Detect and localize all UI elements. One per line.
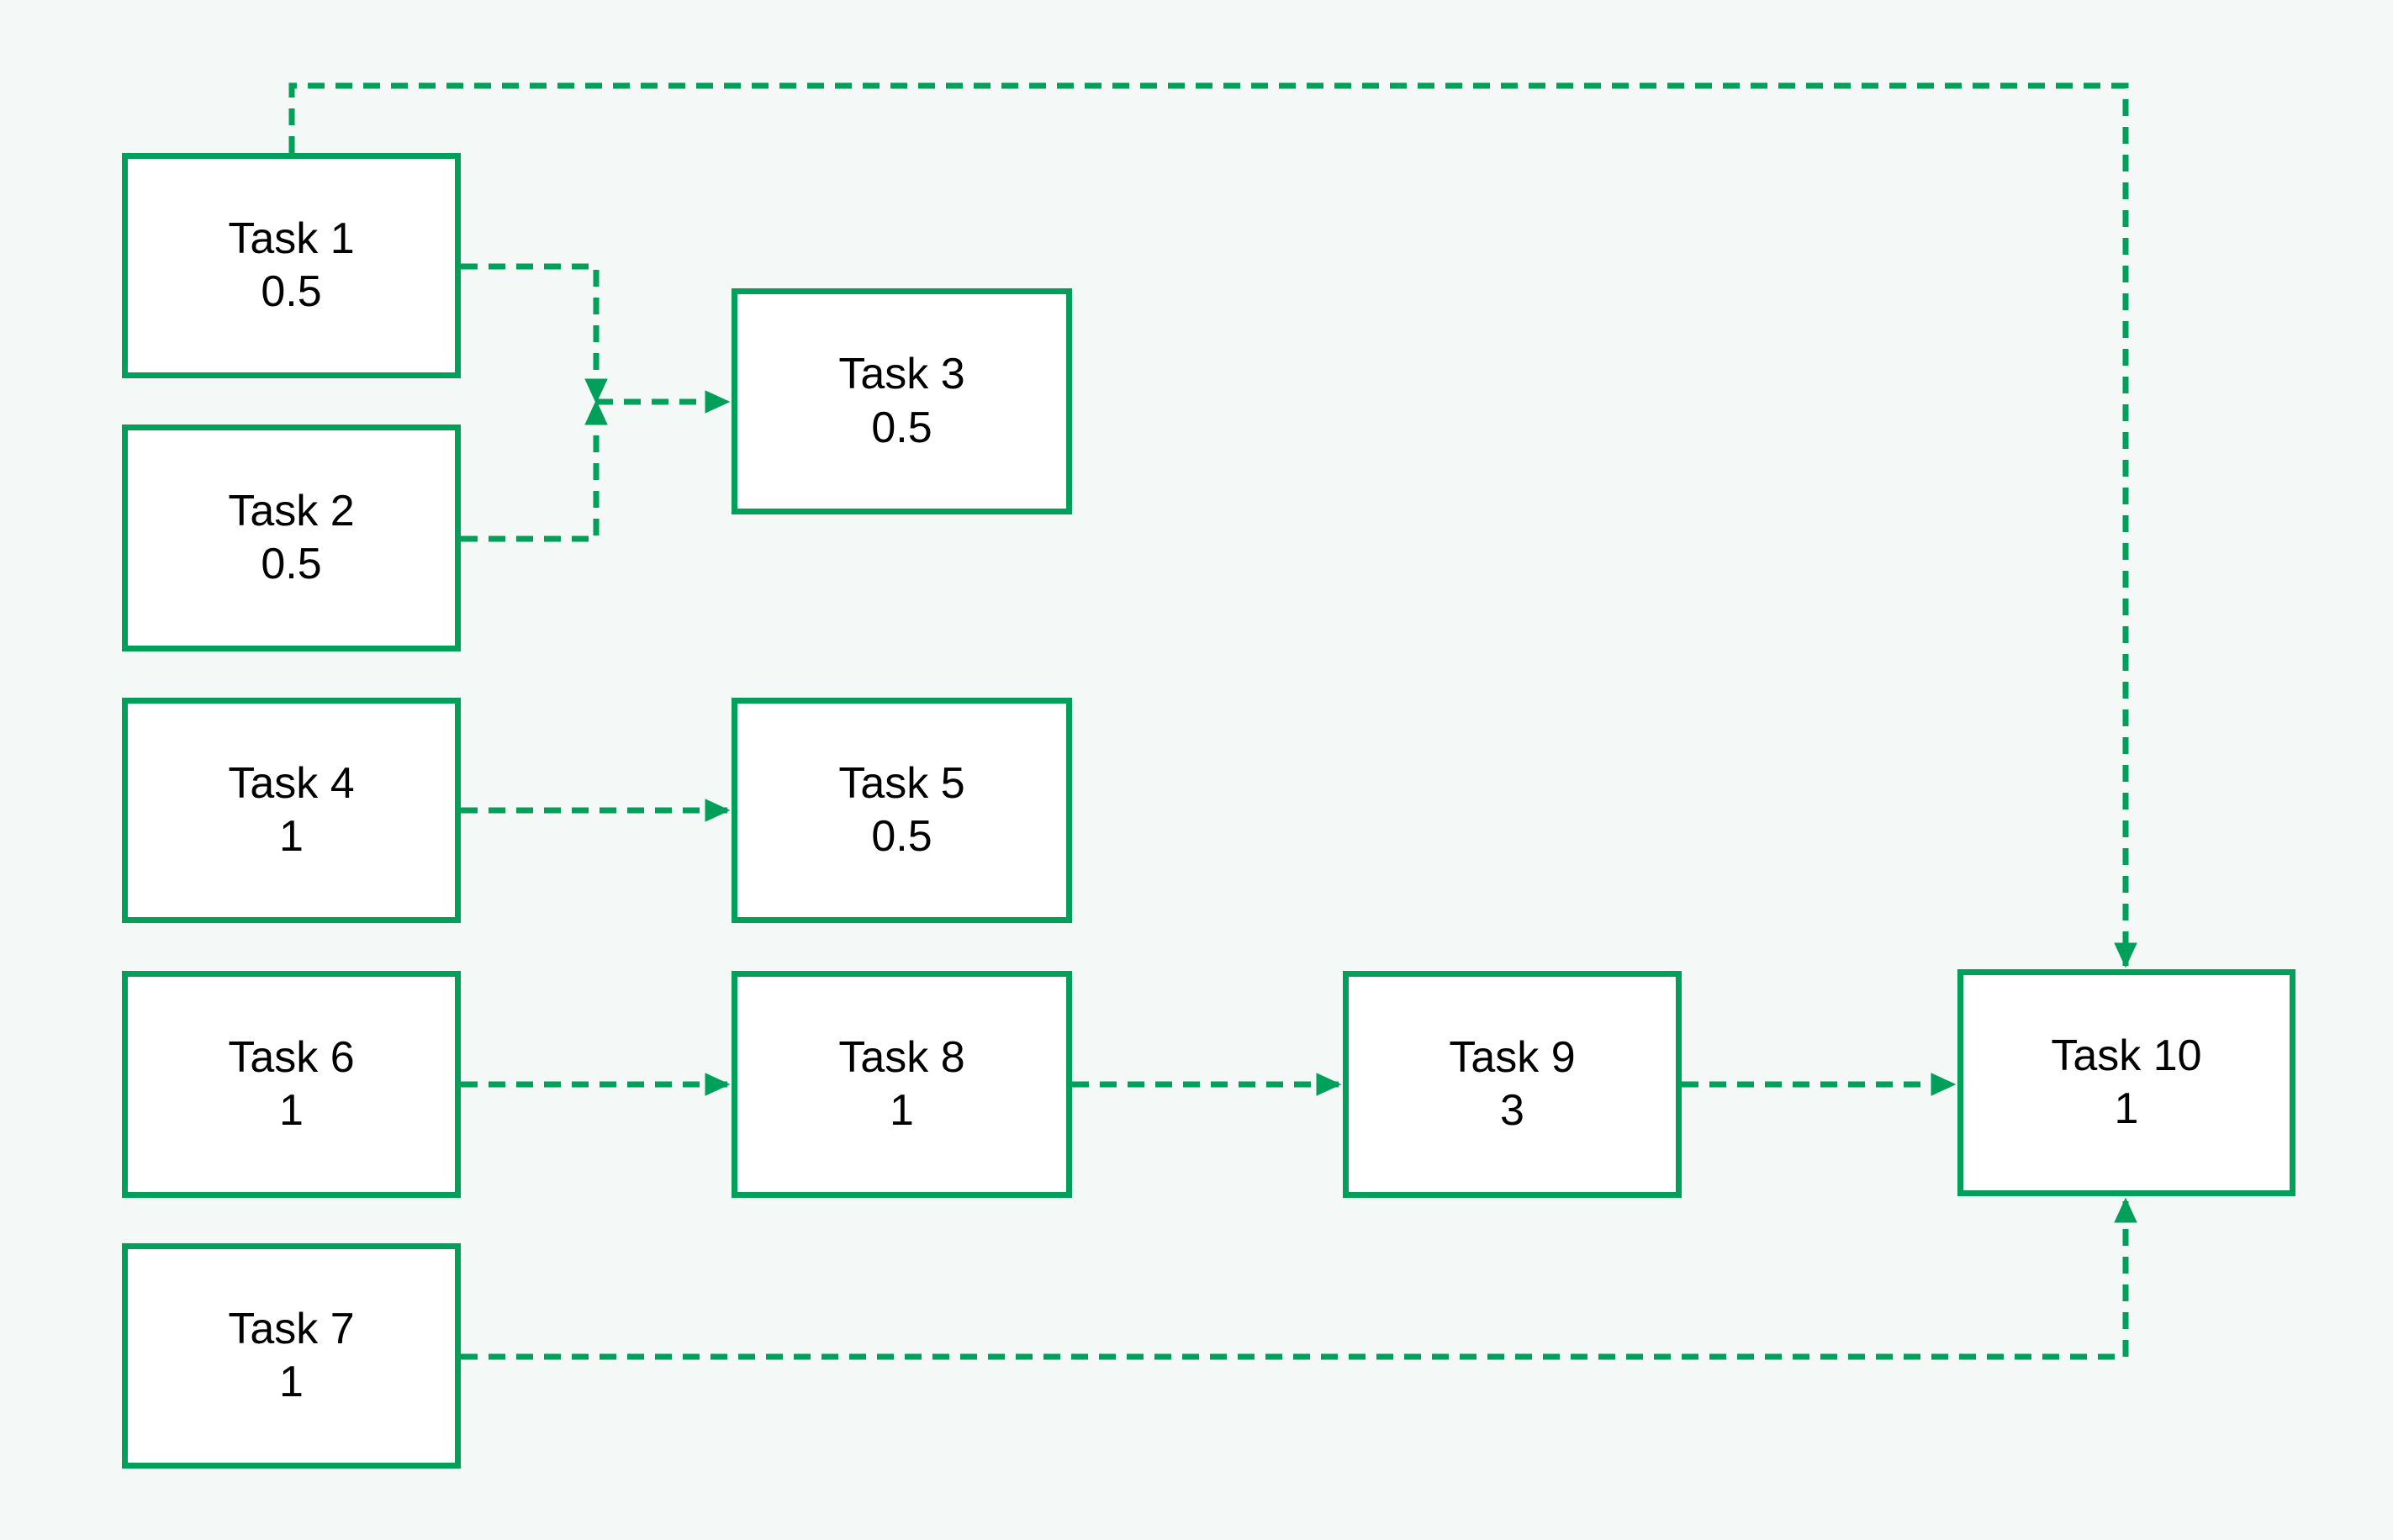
task-node-duration: 1 xyxy=(2114,1084,2139,1133)
task-node-duration: 0.5 xyxy=(261,540,322,588)
task-node-label: Task 4 xyxy=(228,758,355,808)
task-node-label: Task 10 xyxy=(2051,1031,2202,1080)
task-node-label: Task 3 xyxy=(838,350,965,399)
task-node-label: Task 9 xyxy=(1449,1032,1576,1082)
task-node-label: Task 7 xyxy=(228,1304,355,1353)
task-node-duration: 1 xyxy=(890,1086,914,1135)
task-node-duration: 1 xyxy=(279,1358,304,1406)
task-node-duration: 3 xyxy=(1500,1086,1524,1135)
task-node-task7[interactable]: Task 7 1 xyxy=(122,1243,461,1469)
task-node-duration: 1 xyxy=(279,812,304,861)
task-node-label: Task 5 xyxy=(838,758,965,808)
task-node-task2[interactable]: Task 2 0.5 xyxy=(122,425,461,651)
edge-e-task1-task3 xyxy=(461,263,608,404)
task-node-label: Task 2 xyxy=(228,486,355,535)
task-node-duration: 0.5 xyxy=(871,812,932,861)
task-node-duration: 0.5 xyxy=(871,403,932,452)
edge-e-task1-task10 xyxy=(288,82,2137,968)
task-node-duration: 0.5 xyxy=(261,267,322,316)
edge-e-task7-task10 xyxy=(461,1197,2137,1360)
task-node-label: Task 8 xyxy=(838,1032,965,1082)
task-node-label: Task 1 xyxy=(228,214,355,263)
task-node-label: Task 6 xyxy=(228,1032,355,1082)
task-node-duration: 1 xyxy=(279,1086,304,1135)
edge-e-task2-task3 xyxy=(461,399,608,542)
edge-paths xyxy=(288,82,2137,1360)
